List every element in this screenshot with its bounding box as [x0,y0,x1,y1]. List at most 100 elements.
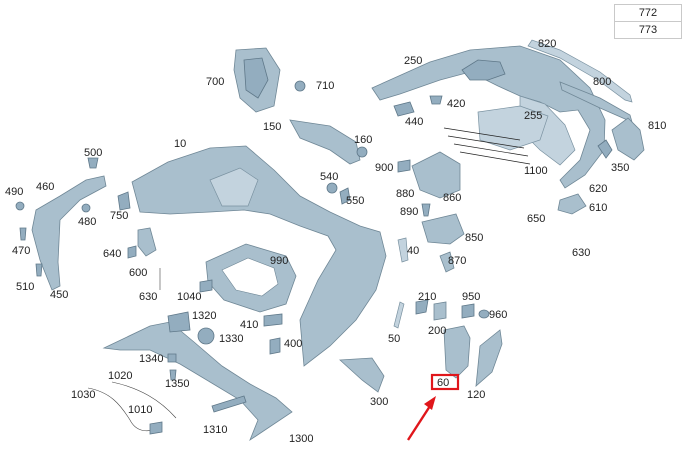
label-710: 710 [316,80,334,92]
label-890: 890 [400,206,418,218]
clip-750[interactable] [117,191,131,211]
bracket-200[interactable] [433,301,447,321]
clip-1350[interactable] [169,369,177,381]
clip-900[interactable] [397,159,411,173]
label-600: 600 [129,267,147,279]
label-460: 460 [36,181,54,193]
clip-880-890[interactable] [421,203,431,217]
clip-710[interactable] [294,80,306,92]
label-1020: 1020 [108,370,132,382]
clip-1010[interactable] [149,421,163,435]
reflector-120[interactable] [475,329,503,387]
label-870: 870 [448,255,466,267]
label-950: 950 [462,291,480,303]
label-470: 470 [12,245,30,257]
label-820: 820 [538,38,556,50]
clip-490[interactable] [15,201,25,211]
label-1330: 1330 [219,333,243,345]
label-200: 200 [428,325,446,337]
clip-640[interactable] [127,245,137,259]
label-440: 440 [405,116,423,128]
label-630-right: 630 [572,247,590,259]
sensor-540[interactable] [326,182,338,194]
clip-1340[interactable] [167,353,177,363]
clip-210[interactable] [415,299,429,315]
label-500: 500 [84,147,102,159]
label-810: 810 [648,120,666,132]
label-410: 410 [240,319,258,331]
bracket-150[interactable] [289,119,361,165]
trim-strip-820[interactable] [527,39,633,103]
clip-400[interactable] [269,337,281,355]
label-1320: 1320 [192,310,216,322]
bracket-700[interactable] [233,47,281,113]
label-1300: 1300 [289,433,313,445]
label-250: 250 [404,55,422,67]
label-1040: 1040 [177,291,201,303]
label-50: 50 [388,333,400,345]
bracket-620-610[interactable] [557,193,587,215]
bracket-300[interactable] [339,357,385,393]
clip-420[interactable] [429,95,443,105]
label-700: 700 [206,76,224,88]
variant-row: 773 [614,21,682,39]
sensor-550[interactable] [339,187,351,205]
bracket-350[interactable] [597,139,613,159]
clip-470[interactable] [19,227,27,241]
bracket-40[interactable] [397,237,409,263]
label-630-left: 630 [139,291,157,303]
label-490: 490 [5,186,23,198]
clip-500[interactable] [87,157,99,169]
bracket-810[interactable] [611,117,645,161]
label-120: 120 [467,389,485,401]
clip-160[interactable] [356,146,368,158]
wire-1020[interactable] [111,381,177,419]
label-620: 620 [589,183,607,195]
label-800: 800 [593,76,611,88]
label-750: 750 [110,210,128,222]
label-900: 900 [375,162,393,174]
label-860: 860 [443,192,461,204]
clip-440[interactable] [393,101,415,117]
trim-panel-255[interactable] [477,105,549,151]
bracket-1320[interactable] [167,311,191,333]
sensor-1330[interactable] [197,327,215,345]
label-480: 480 [78,216,96,228]
label-610: 610 [589,202,607,214]
label-650: 650 [527,213,545,225]
strip-50[interactable] [393,301,405,329]
label-60[interactable]: 60 [437,377,449,389]
highlight-box [430,373,460,391]
grille-1100 [443,127,531,165]
label-1100: 1100 [524,165,548,177]
label-420: 420 [447,98,465,110]
clip-480[interactable] [81,203,91,213]
strip-1310[interactable] [211,395,247,413]
reflector-60[interactable] [443,325,471,379]
bumper-cover-10[interactable] [131,145,387,367]
bracket-850[interactable] [421,213,465,245]
clip-960[interactable] [478,309,490,319]
label-160: 160 [354,134,372,146]
clip-1040[interactable] [199,279,213,293]
bracket-860[interactable] [411,151,461,199]
label-1310: 1310 [203,424,227,436]
frame-990[interactable] [205,243,297,313]
label-450: 450 [50,289,68,301]
clip-510[interactable] [35,263,43,277]
label-850: 850 [465,232,483,244]
label-1010: 1010 [128,404,152,416]
variant-cell: 773 [614,21,682,39]
label-40: 40 [407,245,419,257]
bracket-870[interactable] [439,251,455,273]
clip-410[interactable] [263,313,283,327]
label-1350: 1350 [165,378,189,390]
clip-950[interactable] [461,303,475,319]
label-640: 640 [103,248,121,260]
bracket-460-450[interactable] [31,175,107,291]
label-1340: 1340 [139,353,163,365]
bracket-600[interactable] [137,227,157,257]
label-880: 880 [396,188,414,200]
label-300: 300 [370,396,388,408]
